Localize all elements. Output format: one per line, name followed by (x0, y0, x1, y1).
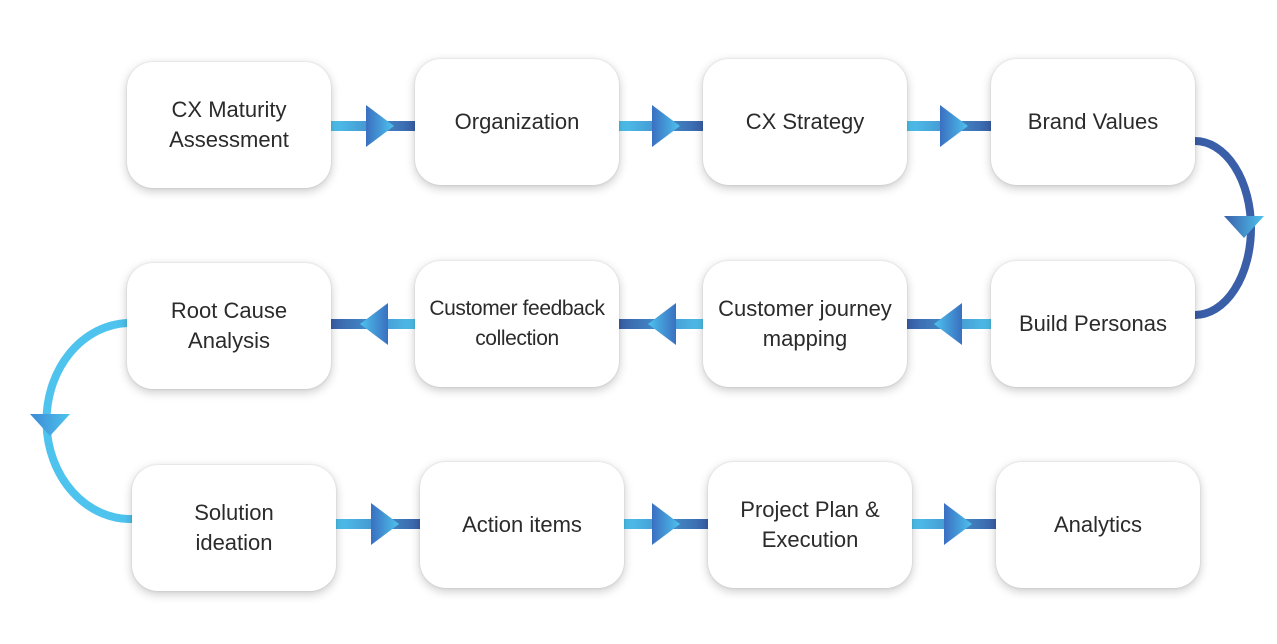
connector-s9-s10 (336, 503, 422, 545)
connector-s5-s6 (907, 303, 993, 345)
connector-s3-s4 (907, 105, 993, 147)
step-root-cause-analysis: Root Cause Analysis (127, 263, 331, 389)
step-label: Solution ideation (194, 500, 274, 555)
step-label: Project Plan & Execution (740, 497, 880, 552)
step-customer-journey-mapping: Customer journey mapping (703, 261, 907, 387)
step-build-personas: Build Personas (991, 261, 1195, 387)
connector-s6-s7 (619, 303, 705, 345)
step-label: Analytics (1053, 512, 1143, 537)
step-organization: Organization (415, 59, 619, 185)
step-label: Brand Values (1027, 109, 1159, 134)
step-label: Customer journey mapping (718, 296, 892, 351)
connector-s8-s9 (30, 319, 134, 524)
step-action-items: Action items (420, 462, 624, 588)
step-label: Root Cause Analysis (170, 298, 288, 353)
step-project-plan-execution: Project Plan & Execution (708, 462, 912, 588)
step-label: CX Strategy (745, 109, 865, 134)
step-label: Organization (454, 109, 580, 134)
step-label: CX Maturity Assessment (169, 97, 289, 152)
step-label: Build Personas (1019, 311, 1167, 336)
connector-s2-s3 (619, 105, 705, 147)
step-cx-maturity-assessment: CX Maturity Assessment (127, 62, 331, 188)
connector-s4-s5 (1194, 137, 1264, 319)
step-customer-feedback-collection: Customer feedback collection (415, 261, 619, 387)
step-label: Customer feedback collection (429, 297, 605, 350)
step-brand-values: Brand Values (991, 59, 1195, 185)
connector-s1-s2 (331, 105, 417, 147)
connector-s10-s11 (624, 503, 710, 545)
connector-s11-s12 (912, 503, 998, 545)
step-analytics: Analytics (996, 462, 1200, 588)
step-label: Action items (462, 512, 582, 537)
connector-s7-s8 (331, 303, 417, 345)
step-solution-ideation: Solution ideation (132, 465, 336, 591)
step-cx-strategy: CX Strategy (703, 59, 907, 185)
